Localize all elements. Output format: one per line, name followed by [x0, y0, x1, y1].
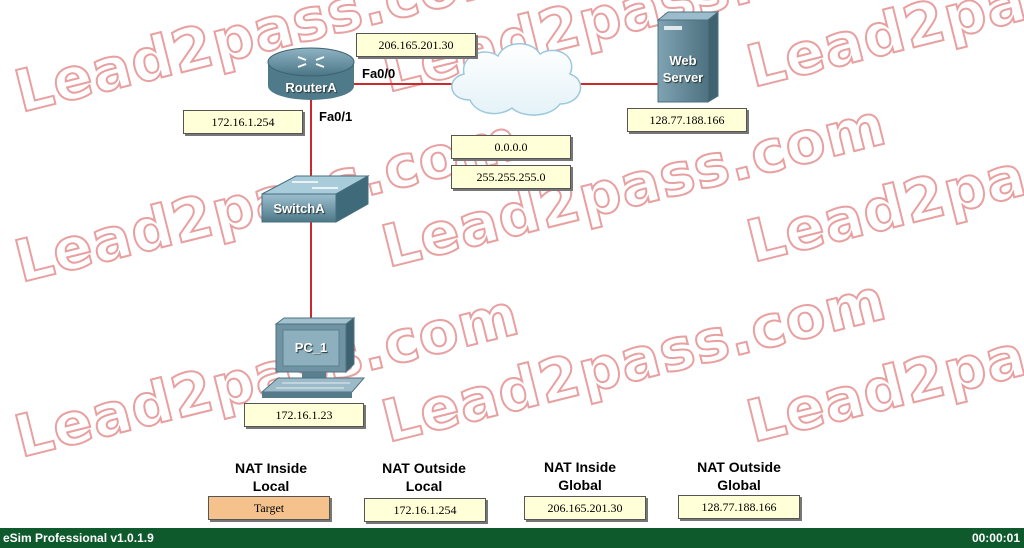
web-server-label-line2: Server: [662, 70, 704, 85]
nat-outside-local-header: NAT Outside Local: [359, 459, 489, 495]
nat-header-line1: NAT Inside: [543, 459, 617, 475]
nat-outside-local-box: 172.16.1.254: [364, 498, 486, 522]
interface-label-fa00: Fa0/0: [362, 66, 396, 81]
nat-header-line2: Global: [558, 477, 602, 493]
app-version-text: eSim Professional v1.0.1.9: [3, 531, 154, 545]
nat-header-line1: NAT Outside: [697, 459, 781, 475]
nat-outside-global-header: NAT Outside Global: [674, 458, 804, 494]
nat-inside-global-box: 206.165.201.30: [524, 496, 646, 520]
cloud-ip-box: 0.0.0.0: [451, 135, 571, 159]
nat-inside-global-header: NAT Inside Global: [515, 458, 645, 494]
switch-icon: [261, 175, 370, 223]
web-server-icon: [656, 10, 720, 103]
cloud-mask-box: 255.255.255.0: [451, 165, 571, 189]
nat-header-line2: Global: [717, 477, 761, 493]
pc-icon: [260, 317, 366, 398]
nat-header-line1: NAT Outside: [382, 460, 466, 476]
router-fa01-ip-box: 172.16.1.254: [183, 110, 303, 134]
nat-inside-local-header: NAT Inside Local: [206, 459, 336, 495]
nat-header-line2: Local: [252, 478, 290, 494]
router-icon: [267, 47, 355, 100]
web-server-label-line1: Web: [669, 53, 697, 68]
timer-text: 00:00:01: [971, 531, 1020, 545]
switch-label: SwitchA: [273, 201, 325, 216]
pc-label: PC_1: [294, 340, 328, 355]
web-server-ip-box: 128.77.188.166: [627, 108, 747, 132]
router-fa00-ip-box: 206.165.201.30: [356, 33, 476, 57]
nat-header-line1: NAT Inside: [234, 460, 308, 476]
nat-header-line2: Local: [405, 478, 443, 494]
interface-label-fa01: Fa0/1: [319, 109, 353, 124]
nat-inside-local-target-box[interactable]: Target: [208, 496, 330, 520]
pc-ip-box: 172.16.1.23: [244, 403, 364, 427]
web-server-label: Web Server: [656, 52, 710, 86]
router-label: RouterA: [285, 80, 337, 95]
nat-outside-global-box: 128.77.188.166: [678, 495, 800, 519]
status-bar: eSim Professional v1.0.1.9 00:00:01: [0, 528, 1024, 548]
internet-cloud-icon: [451, 43, 582, 116]
